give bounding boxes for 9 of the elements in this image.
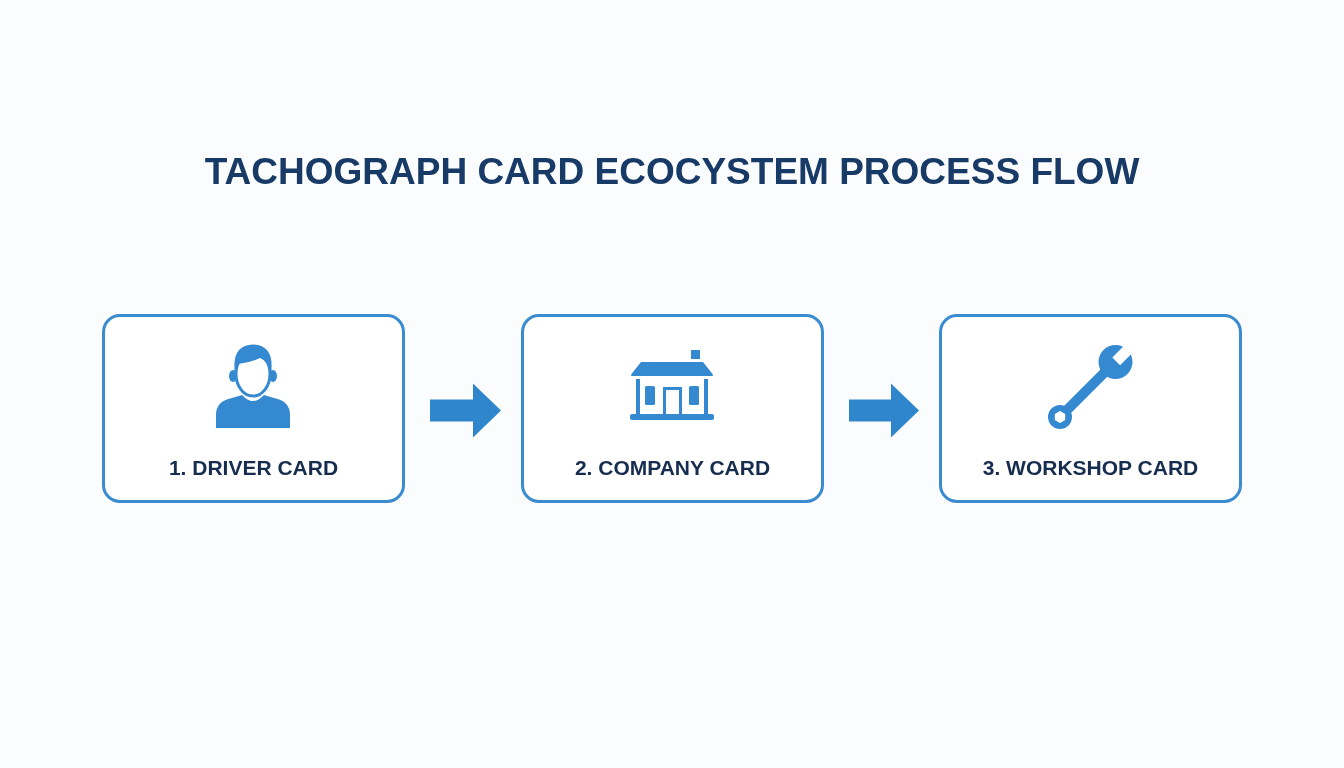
arrow (849, 383, 919, 438)
process-box (939, 314, 1242, 503)
process-box (521, 314, 824, 503)
title: TACHOGRAPH CARD ECOCYSTEM PROCESS FLOW (204, 150, 1140, 194)
card-label: 3. WORKSHOP CARD (982, 455, 1199, 481)
card-label: 1. DRIVER CARD (168, 455, 339, 481)
process-box (102, 314, 405, 503)
arrow (430, 383, 501, 438)
card-label: 2. COMPANY CARD (574, 455, 771, 481)
